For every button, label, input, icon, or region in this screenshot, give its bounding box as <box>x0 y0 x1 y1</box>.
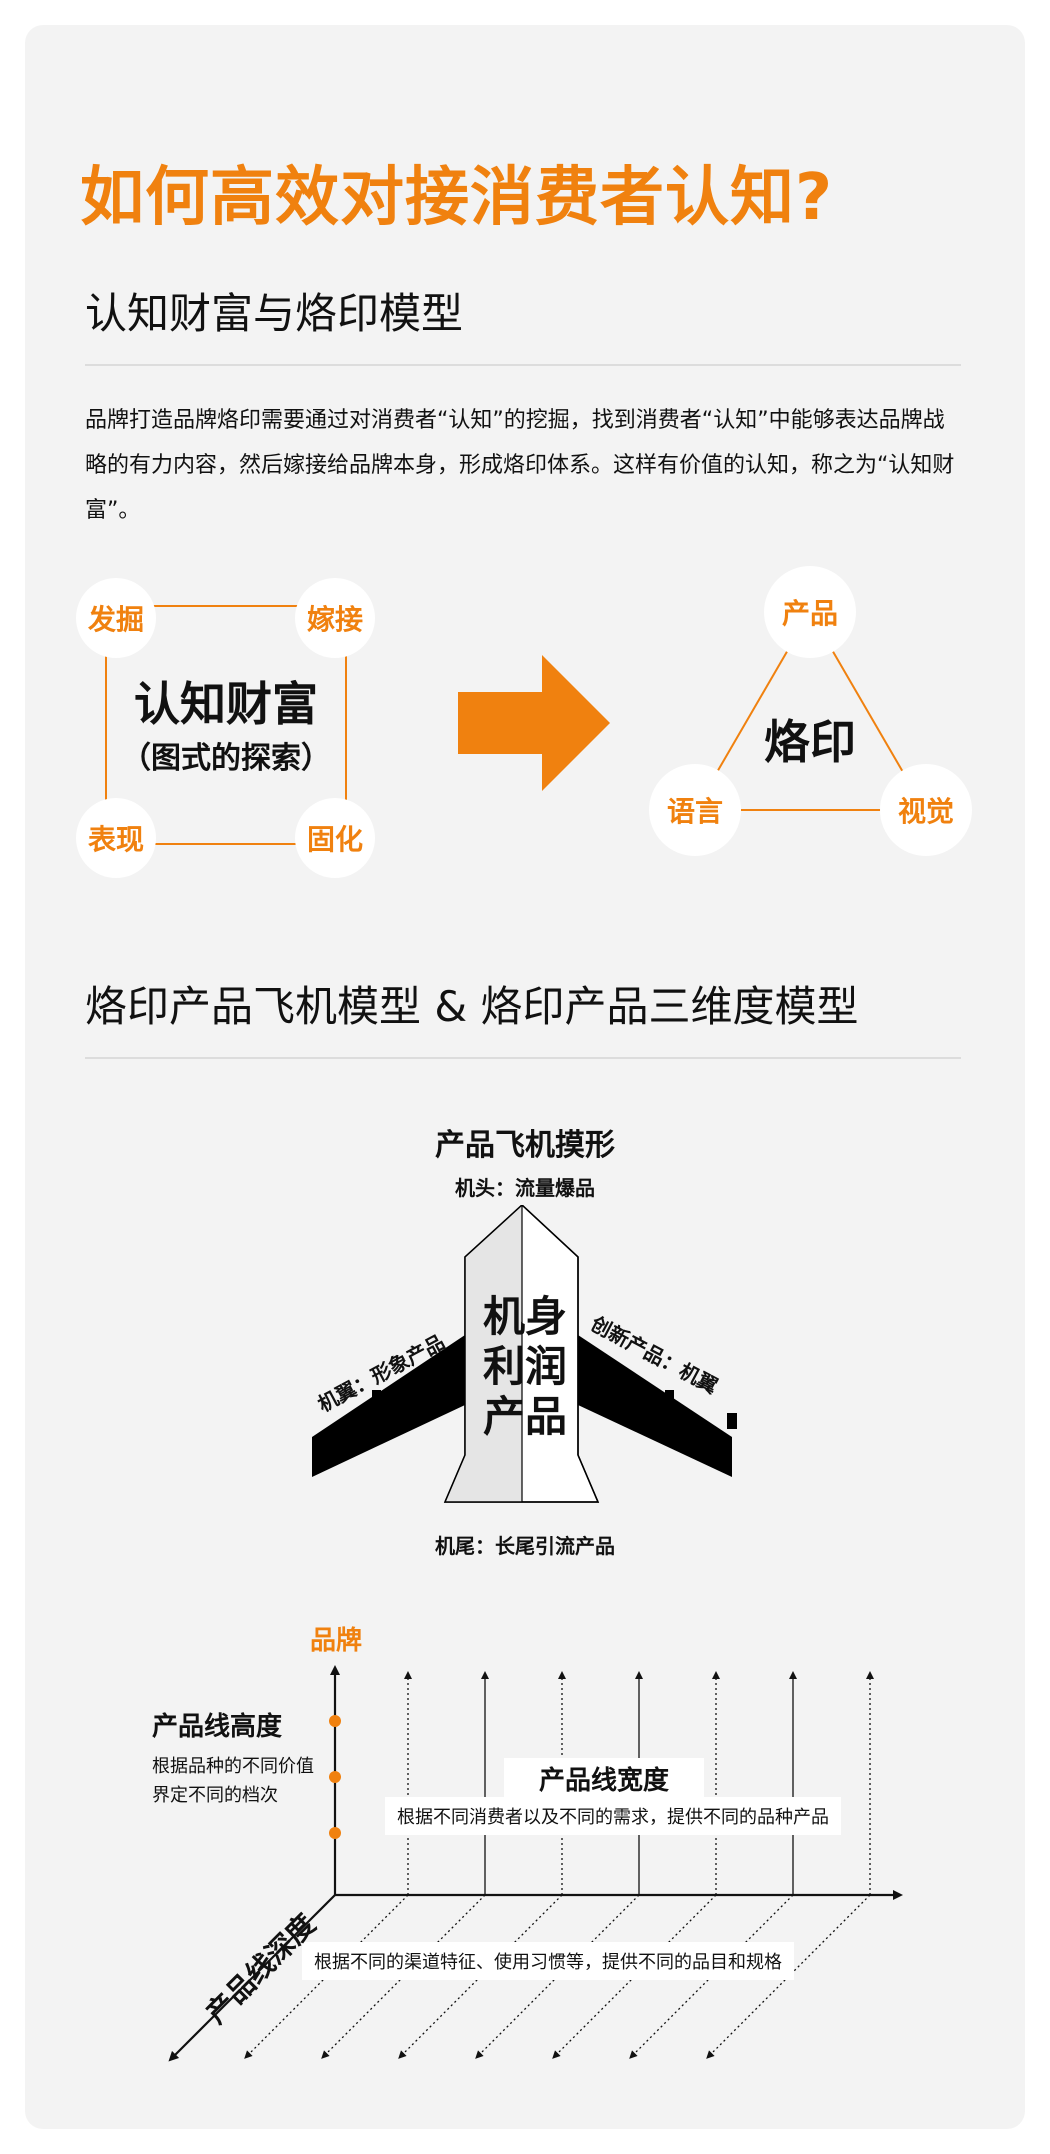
plane-body-line: 利润 <box>482 1342 567 1391</box>
plane-title: 产品飞机摸形 <box>435 1128 615 1163</box>
width-desc: 根据不同消费者以及不同的需求，提供不同的品种产品 <box>385 1797 841 1835</box>
axis-brand-label: 品牌 <box>310 1626 363 1656</box>
node-language: 语言 <box>649 764 741 856</box>
section-heading-wealth: 认知财富与烙印模型 <box>85 289 464 338</box>
section-heading-models: 烙印产品飞机模型 & 烙印产品三维度模型 <box>85 982 859 1031</box>
plane-body-line: 机身 <box>482 1292 567 1341</box>
divider <box>85 364 961 366</box>
corner-explore: 发掘 <box>76 578 156 658</box>
height-title: 产品线高度 <box>152 1712 283 1742</box>
wealth-frame <box>105 605 347 845</box>
wealth-sub-text: （图式的探索） <box>121 741 331 776</box>
plane-body-text: 机身 利润 产品 <box>465 1292 585 1442</box>
node-visual: 视觉 <box>880 764 972 856</box>
height-desc-line: 界定不同的档次 <box>152 1785 278 1806</box>
width-title: 产品线宽度 <box>504 1758 704 1799</box>
intro-paragraph: 品牌打造品牌烙印需要通过对消费者“认知”的挖掘，找到消费者“认知”中能够表达品牌… <box>85 408 955 523</box>
height-desc: 根据品种的不同价值 界定不同的档次 <box>152 1752 314 1810</box>
plane-body-line: 产品 <box>482 1392 567 1441</box>
corner-solidify: 固化 <box>295 798 375 878</box>
brand-center-text: 烙印 <box>764 715 856 769</box>
depth-desc: 根据不同的渠道特征、使用习惯等，提供不同的品目和规格 <box>302 1942 794 1980</box>
plane-head-label: 机头：流量爆品 <box>455 1176 595 1200</box>
plane-tail-label: 机尾：长尾引流产品 <box>435 1534 615 1558</box>
node-product: 产品 <box>764 566 856 658</box>
page-title: 如何高效对接消费者认知? <box>80 161 834 235</box>
height-desc-line: 根据品种的不同价值 <box>152 1756 314 1777</box>
corner-express: 表现 <box>76 798 156 878</box>
arrow-right-icon <box>458 655 610 791</box>
wealth-main-text: 认知财富 <box>134 677 318 731</box>
corner-graft: 嫁接 <box>295 578 375 658</box>
divider <box>85 1057 961 1059</box>
plane-diagram <box>312 1205 737 1503</box>
